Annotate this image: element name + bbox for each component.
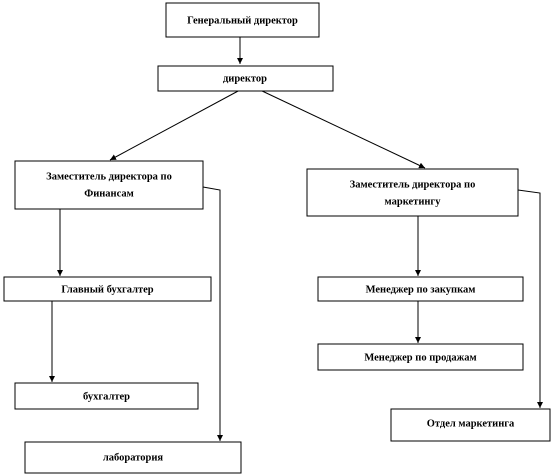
connector-director-deputy-marketing: [259, 89, 426, 169]
node-sales-manager: Менеджер по продажам: [317, 343, 524, 371]
node-deputy-finance: Заместитель директора по Финансам: [14, 160, 204, 210]
node-director-label: директор: [223, 73, 267, 84]
node-laboratory-label: лаборатория: [103, 452, 163, 463]
connector-director-deputy-finance: [109, 89, 241, 161]
node-director: директор: [157, 65, 334, 92]
node-accountant: бухгалтер: [14, 382, 199, 410]
node-chief-accountant-label: Главный бухгалтер: [61, 284, 153, 295]
node-ceo-label: Генеральный директор: [187, 15, 298, 26]
node-marketing-dept: Отдел маркетинга: [390, 408, 551, 442]
node-deputy-marketing-label-line1: Заместитель директора по: [350, 179, 476, 190]
node-deputy-finance-label-line1: Заместитель директора по: [46, 171, 172, 182]
node-ceo: Генеральный директор: [165, 2, 320, 38]
connector-deputy-finance-laboratory: [202, 186, 223, 441]
node-accountant-label: бухгалтер: [83, 391, 130, 402]
node-deputy-marketing: Заместитель директора по маркетингу: [306, 168, 519, 217]
node-marketing-dept-label: Отдел маркетинга: [427, 418, 515, 429]
node-procurement-manager-label: Менеджер по закупкам: [366, 284, 476, 295]
node-laboratory: лаборатория: [24, 441, 242, 474]
node-sales-manager-label: Менеджер по продажам: [364, 352, 476, 363]
connector-deputy-marketing-marketing-dept: [517, 189, 543, 408]
node-procurement-manager: Менеджер по закупкам: [317, 276, 524, 302]
connectors: [49, 37, 543, 441]
node-deputy-marketing-label-line2: маркетингу: [385, 196, 442, 207]
node-chief-accountant: Главный бухгалтер: [3, 276, 212, 302]
node-deputy-finance-label-line2: Финансам: [84, 188, 134, 199]
